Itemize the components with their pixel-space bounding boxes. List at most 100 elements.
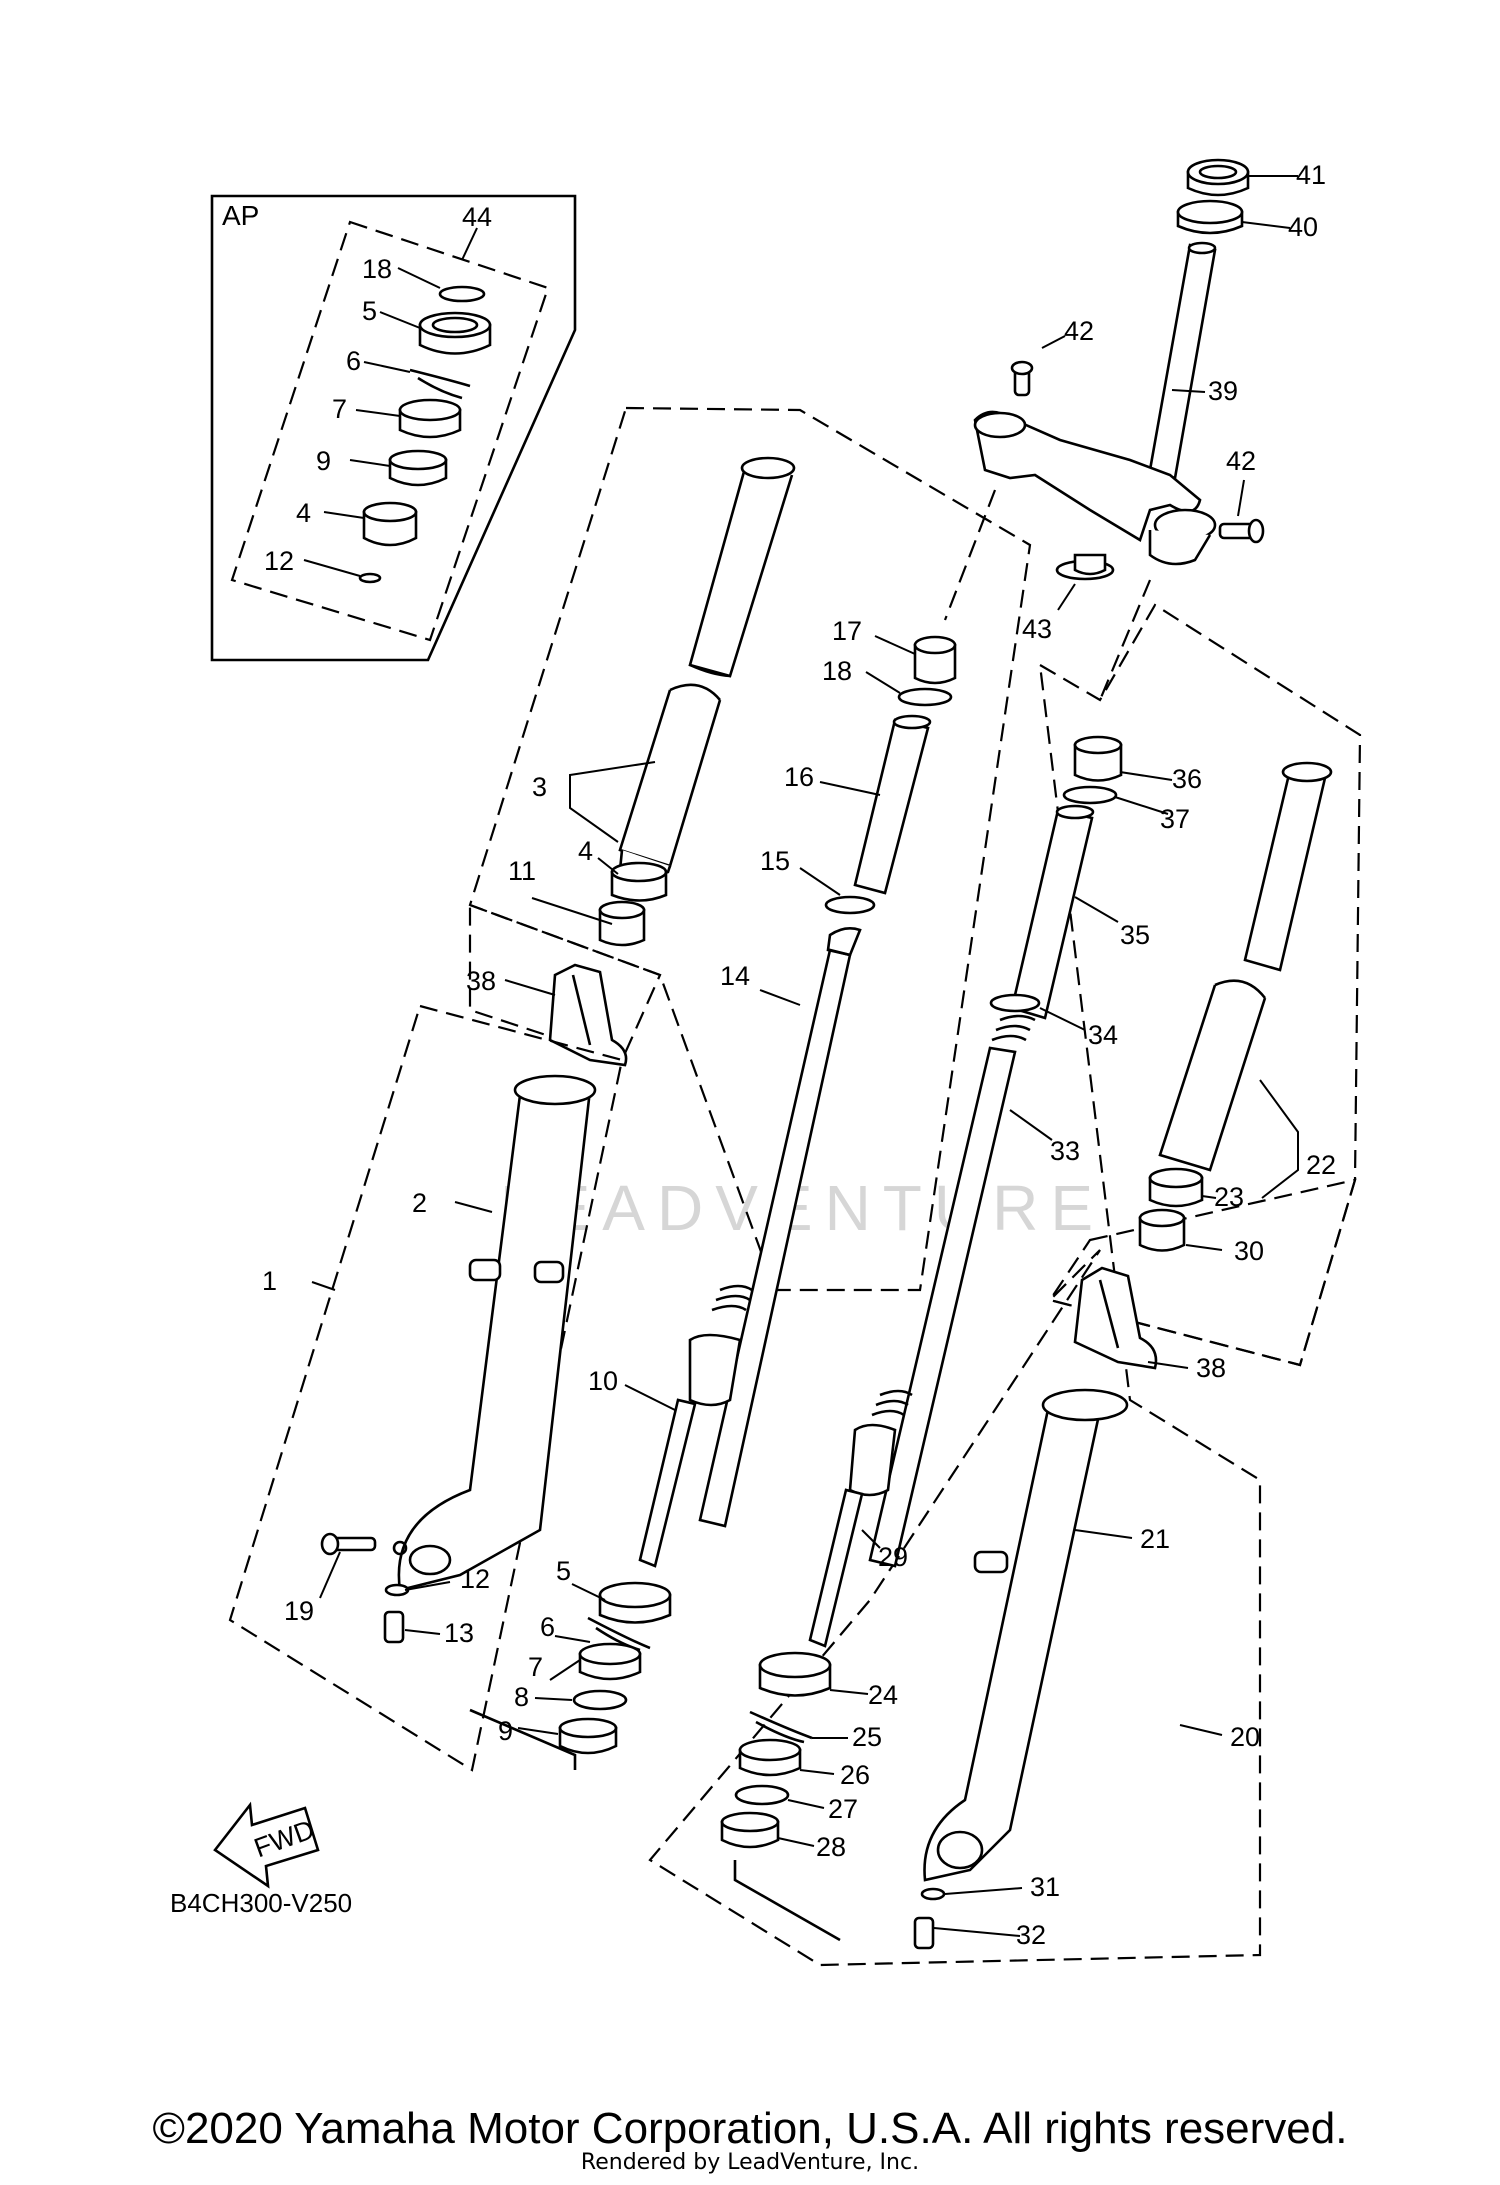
label-25: 25	[852, 1722, 882, 1752]
spring-29	[848, 1423, 897, 1497]
ring-nut-41	[1186, 158, 1250, 197]
label-19: 19	[284, 1596, 314, 1626]
label-42-right: 42	[1226, 446, 1256, 476]
clip-6-ap	[409, 368, 471, 400]
rod-10	[638, 1398, 697, 1568]
label-44: 44	[462, 202, 492, 232]
under-bracket	[973, 410, 1202, 542]
left-damper-assembly: 14 10 15 16 17 18	[588, 616, 957, 1568]
inner-tube-22-upper	[1243, 769, 1327, 972]
left-inner-tube-group: 3 4 11	[468, 406, 1032, 1292]
o-ring-18-ap	[438, 285, 486, 303]
fwd-arrow-shape	[213, 1801, 320, 1889]
stem-39	[1148, 243, 1217, 480]
label-38-right: 38	[1196, 1353, 1226, 1383]
label-6-ap: 6	[346, 346, 361, 376]
rendered-by-notice: Rendered by LeadVenture, Inc.	[580, 2150, 920, 2175]
label-20: 20	[1230, 1722, 1260, 1752]
label-33: 33	[1050, 1136, 1080, 1166]
label-38-left: 38	[466, 966, 496, 996]
label-9-ap: 9	[316, 446, 331, 476]
label-16: 16	[784, 762, 814, 792]
label-36: 36	[1172, 764, 1202, 794]
label-5-ap: 5	[362, 296, 377, 326]
label-12: 12	[460, 1564, 490, 1594]
ap-label: AP	[222, 200, 259, 231]
label-18: 18	[822, 656, 852, 686]
washer-31	[920, 1887, 946, 1901]
label-31: 31	[1030, 1872, 1060, 1902]
bolt-19	[320, 1532, 377, 1556]
label-26: 26	[840, 1760, 870, 1790]
ap-kit-dashed-group	[230, 220, 550, 642]
bolt-32	[913, 1916, 935, 1950]
spring-seat-15	[824, 895, 876, 915]
label-10: 10	[588, 1366, 618, 1396]
label-11: 11	[508, 856, 536, 886]
left-outer-tube-group: 2 1 19 12 13	[228, 1004, 624, 1772]
label-4: 4	[578, 836, 593, 866]
label-37: 37	[1160, 804, 1190, 834]
label-8: 8	[514, 1682, 529, 1712]
label-27: 27	[828, 1794, 858, 1824]
label-30: 30	[1234, 1236, 1264, 1266]
label-12-ap: 12	[264, 546, 294, 576]
ap-box-frame	[210, 194, 577, 662]
rod-29	[808, 1488, 864, 1648]
label-42-top: 42	[1064, 316, 1094, 346]
bushing-4	[610, 861, 668, 902]
outer-tube-2	[397, 1088, 592, 1592]
bushing-4-ap	[362, 501, 418, 547]
label-9: 9	[498, 1716, 513, 1746]
label-21: 21	[1140, 1524, 1170, 1554]
bolt-42-right	[1218, 518, 1265, 544]
outer-tube-21	[923, 1398, 1102, 1882]
spring-10	[688, 1333, 742, 1407]
fwd-arrow: FWD	[213, 1801, 320, 1889]
nut-43	[1055, 553, 1115, 581]
washer-12-ap	[358, 572, 382, 584]
label-13: 13	[444, 1618, 474, 1648]
right-guard-dashed	[1048, 1178, 1357, 1367]
o-ring-18	[897, 687, 953, 707]
label-4-ap: 4	[296, 498, 311, 528]
label-34: 34	[1088, 1020, 1118, 1050]
fork-guard-38-left: 38	[466, 963, 628, 1067]
bolt-42-top	[1010, 360, 1034, 397]
label-29: 29	[878, 1542, 908, 1572]
label-35: 35	[1120, 920, 1150, 950]
label-24: 24	[868, 1680, 898, 1710]
spring-seat-34	[989, 993, 1041, 1013]
cap-bolt-17	[913, 635, 957, 685]
copyright-notice: ©2020 Yamaha Motor Corporation, U.S.A. A…	[152, 2104, 1348, 2153]
damper-rod-33	[868, 1046, 1017, 1568]
ap-kit-box: AP 44 18 5 6 7	[210, 194, 577, 662]
washer-9-ap	[388, 449, 448, 487]
bushing-30	[1138, 1208, 1186, 1252]
label-14: 14	[720, 961, 750, 991]
oil-seal-5-ap	[418, 311, 492, 355]
bushing-11	[598, 900, 646, 947]
spacer-35	[1010, 804, 1095, 1020]
label-15: 15	[760, 846, 790, 876]
fork-guard-38-right	[1073, 1266, 1158, 1370]
label-2: 2	[412, 1188, 427, 1218]
label-23: 23	[1214, 1182, 1244, 1212]
label-39: 39	[1208, 376, 1238, 406]
inner-tube-22-lower	[1158, 984, 1267, 1172]
o-ring-37	[1062, 785, 1118, 805]
label-1: 1	[262, 1266, 277, 1296]
bolt-13	[383, 1610, 405, 1644]
washer-12	[384, 1583, 410, 1597]
left-outer-dashed	[228, 1004, 624, 1772]
label-7: 7	[528, 1652, 543, 1682]
cap-bolt-36	[1073, 735, 1123, 782]
steering-stem-assembly: 41 40 39 42 42 43	[943, 158, 1326, 701]
label-6: 6	[540, 1612, 555, 1642]
label-7-ap: 7	[332, 394, 347, 424]
label-41: 41	[1296, 160, 1326, 190]
inner-tube-3-upper	[688, 467, 794, 678]
right-fork-group: 36 37 35 34 33 29 22 23 30 38	[648, 603, 1362, 1967]
label-3: 3	[532, 772, 547, 802]
